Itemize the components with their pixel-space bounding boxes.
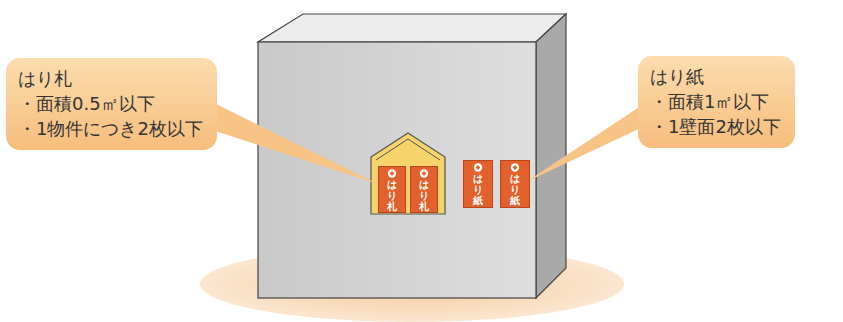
sign-icon bbox=[473, 163, 483, 172]
building-front bbox=[258, 42, 536, 298]
callout-tail bbox=[200, 96, 378, 184]
poster-sign: はり札 bbox=[410, 166, 438, 213]
sign-icon bbox=[419, 169, 429, 178]
board-roof-line bbox=[376, 139, 440, 160]
sign-icon bbox=[387, 169, 397, 178]
callout-heading: はり紙 bbox=[650, 64, 783, 89]
callout-line: ・面積1㎡以下 bbox=[650, 89, 783, 114]
sign-text: はり紙 bbox=[510, 173, 520, 206]
sign-text: はり紙 bbox=[473, 173, 483, 206]
sign-text: はり札 bbox=[387, 179, 397, 212]
callout-line: ・面積0.5㎡以下 bbox=[18, 91, 205, 116]
notice-board bbox=[371, 133, 445, 214]
sign-text: はり札 bbox=[419, 179, 429, 212]
building-side bbox=[536, 14, 566, 298]
callout-bubble: はり紙・面積1㎡以下・1壁面2枚以下 bbox=[638, 56, 795, 148]
callout-line: ・1壁面2枚以下 bbox=[650, 114, 783, 139]
poster-sign: はり紙 bbox=[463, 160, 493, 208]
poster-sign: はり紙 bbox=[500, 160, 530, 208]
callout-bubble: はり札・面積0.5㎡以下・1物件につき2枚以下 bbox=[6, 58, 217, 150]
sign-icon bbox=[510, 163, 520, 172]
callout-line: ・1物件につき2枚以下 bbox=[18, 116, 205, 141]
callout-heading: はり札 bbox=[18, 66, 205, 91]
poster-sign: はり札 bbox=[378, 166, 406, 213]
building-top bbox=[258, 14, 566, 42]
